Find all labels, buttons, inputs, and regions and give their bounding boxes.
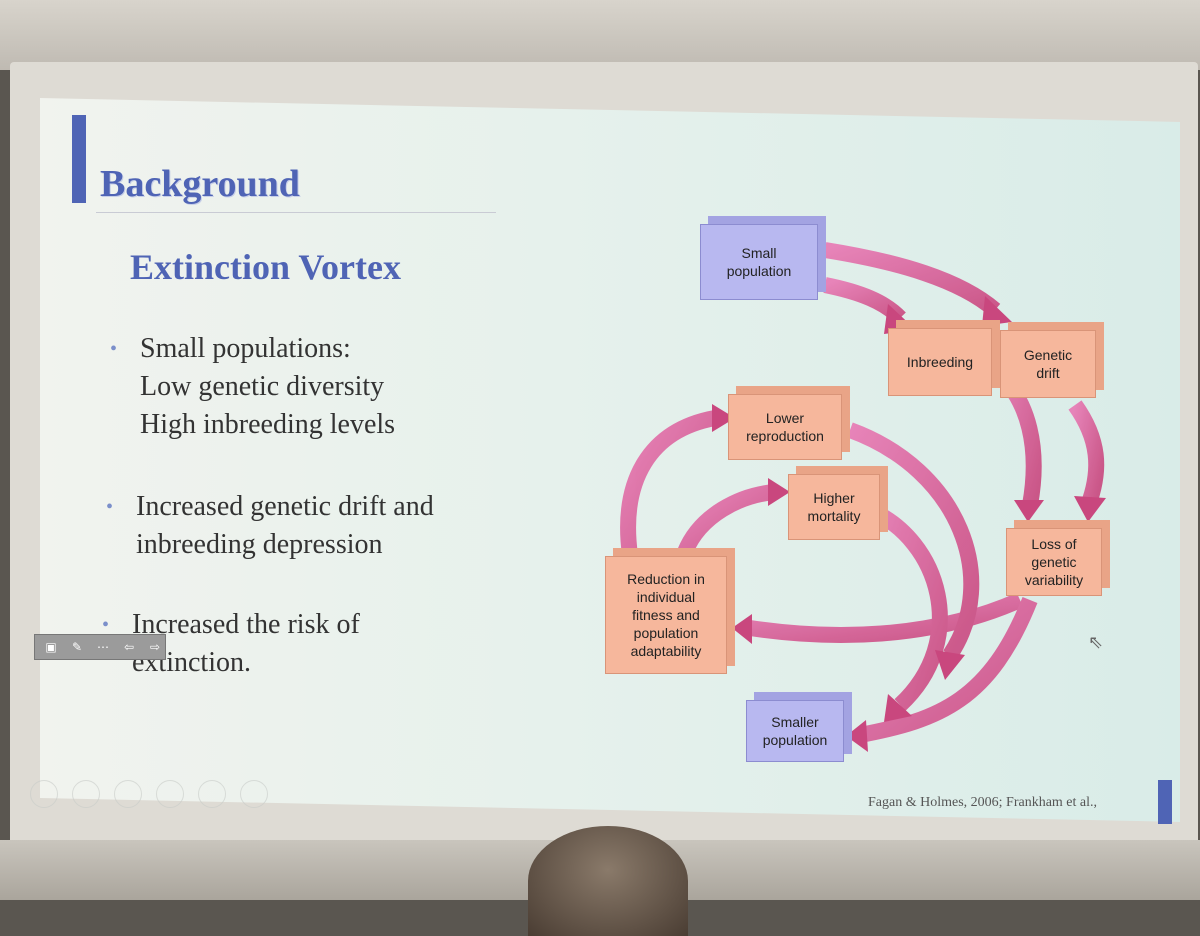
arrowhead — [712, 404, 735, 432]
node-genetic-drift: Genetic drift — [1000, 330, 1096, 398]
node-lower-reproduction: Lower reproduction — [728, 394, 842, 460]
faded-forward-icon[interactable] — [72, 780, 100, 808]
bullet-dot: • — [110, 338, 118, 360]
node-smaller-population: Smaller population — [746, 700, 844, 762]
node-small-population: Small population — [700, 224, 818, 300]
arrowhead — [768, 478, 790, 506]
bullet-genetic-drift: • Increased genetic drift and inbreeding… — [106, 488, 434, 564]
arrowhead — [1014, 500, 1044, 522]
arrow-reduction-to-higher — [677, 484, 776, 556]
arrow-higher-to-smaller — [866, 502, 948, 711]
arrow-lower-to-smaller — [847, 422, 980, 660]
arrowhead — [884, 694, 912, 722]
pen-icon[interactable]: ✎ — [71, 640, 83, 654]
arrowhead — [1074, 496, 1106, 522]
arrow-small-to-drift — [823, 242, 1001, 317]
faded-zoom-icon[interactable] — [198, 780, 226, 808]
presenter-toolbar: ▣ ✎ ⋯ ⇦ ⇨ — [34, 634, 166, 660]
node-loss-genetic-variability: Loss of genetic variability — [1006, 528, 1102, 596]
extinction-vortex-diagram — [620, 242, 1106, 752]
forward-arrow-icon[interactable]: ⇨ — [149, 640, 161, 654]
arrow-drift-to-loss — [1068, 400, 1105, 503]
node-inbreeding: Inbreeding — [888, 328, 992, 396]
faded-slide-controls — [30, 780, 268, 808]
bullet-small-populations: • Small populations: Low genetic diversi… — [110, 330, 396, 444]
slide-subtitle: Extinction Vortex — [130, 247, 402, 287]
back-arrow-icon[interactable]: ⇦ — [123, 640, 135, 654]
bullet-extinction-risk: • Increased the risk of extinction. — [102, 606, 360, 682]
arrow-reduction-to-lower — [620, 410, 717, 557]
bullet-line: Low genetic diversity — [140, 371, 385, 402]
faded-more-icon[interactable] — [240, 780, 268, 808]
menu-icon[interactable]: ⋯ — [97, 640, 109, 654]
faded-pen-icon[interactable] — [114, 780, 142, 808]
node-higher-mortality: Higher mortality — [788, 474, 880, 540]
bullet-line: Increased genetic drift and — [136, 491, 434, 522]
bullet-dot: • — [102, 614, 110, 636]
arrowhead — [732, 614, 752, 644]
citation: Fagan & Holmes, 2006; Frankham et al., — [868, 795, 1098, 810]
bullet-line: High inbreeding levels — [140, 409, 396, 440]
ceiling — [0, 0, 1200, 70]
arrowhead — [846, 720, 868, 752]
faded-back-icon[interactable] — [30, 780, 58, 808]
bullet-line: Small populations: — [140, 333, 351, 364]
arrowhead — [884, 304, 916, 334]
slide-title: Background — [100, 163, 300, 205]
bullet-dot: • — [106, 496, 114, 518]
node-reduction-fitness: Reduction in individual fitness and popu… — [605, 556, 727, 674]
corner-accent-bar — [1158, 780, 1172, 824]
bullet-line: Increased the risk of — [132, 609, 360, 640]
arrowhead — [982, 296, 1012, 326]
arrow-loss-to-reduction — [748, 592, 1024, 643]
bullet-line: inbreeding depression — [136, 529, 383, 560]
arrow-loss-to-smaller — [858, 597, 1038, 743]
arrowhead — [935, 650, 965, 680]
faded-slides-icon[interactable] — [156, 780, 184, 808]
title-accent-bar — [72, 115, 86, 203]
slide-icon[interactable]: ▣ — [45, 640, 57, 654]
audience-head — [528, 826, 688, 936]
title-divider — [96, 212, 496, 213]
mouse-cursor-icon: ⇖ — [1088, 632, 1104, 653]
